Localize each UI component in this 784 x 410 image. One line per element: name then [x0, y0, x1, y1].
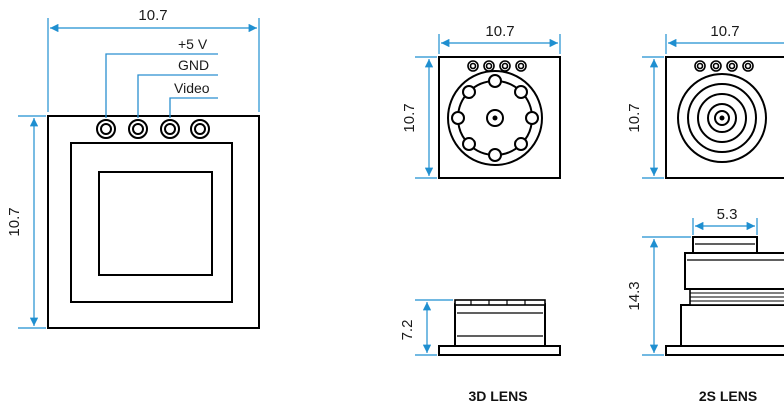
- lens-3d-caption: 3D LENS: [468, 388, 527, 404]
- pin-label-video: Video: [174, 80, 210, 96]
- lens-3d-height-label: 10.7: [401, 103, 418, 132]
- lens-2s-side-view: 5.3 14.3 2S LENS: [626, 206, 784, 404]
- lens-2s-side-cap: [692, 236, 758, 254]
- lens-2s-lens-width-label: 5.3: [717, 206, 738, 223]
- main-pin-row: [96, 119, 210, 139]
- lens-2s-side-holder: [680, 304, 784, 347]
- main-sensor: [98, 171, 213, 276]
- main-height-dimension: [18, 115, 46, 329]
- lens-2s-width-label: 10.7: [710, 23, 739, 40]
- lens-2s-top-view: 10.7 10.7: [626, 23, 784, 179]
- lens-2s-height-dimension: [642, 56, 664, 179]
- main-width-label: 10.7: [138, 7, 167, 24]
- lens-3d-pin-row: [467, 60, 527, 72]
- lens-2s-rings: [677, 73, 767, 163]
- lens-2s-height-label: 10.7: [626, 103, 643, 132]
- pin-label-ground: GND: [178, 57, 209, 73]
- lens-3d-top-view: 10.7 10.7: [401, 23, 561, 179]
- lens-2s-side-height-dimension: [642, 236, 691, 356]
- lens-3d-knurl-notches: [451, 74, 539, 162]
- lens-2s-lens-width-dimension: [692, 218, 758, 235]
- lens-2s-side-height-label: 14.3: [626, 281, 643, 310]
- lens-3d-width-dimension: [438, 34, 561, 54]
- lens-3d-side-cap: [454, 299, 546, 306]
- lens-3d-side-height-dimension: [415, 299, 453, 356]
- lens-3d-side-barrel: [454, 303, 546, 347]
- pin-label-power: +5 V: [178, 36, 208, 52]
- lens-2s-width-dimension: [665, 34, 784, 54]
- lens-2s-caption: 2S LENS: [699, 388, 757, 404]
- lens-3d-width-label: 10.7: [485, 23, 514, 40]
- lens-2s-pin-row: [694, 60, 754, 72]
- main-height-label: 10.7: [6, 207, 23, 236]
- lens-3d-side-view: 7.2 3D LENS: [399, 299, 561, 404]
- lens-2s-body: [665, 56, 784, 179]
- lens-3d-side-height-label: 7.2: [399, 320, 416, 341]
- lens-3d-height-dimension: [415, 56, 437, 179]
- pin-callouts: [105, 53, 218, 118]
- lens-3d-side-base: [438, 345, 561, 356]
- lens-2s-side-barrel: [684, 252, 784, 290]
- main-view: +5 V GND Video 10.7 10.7: [6, 7, 260, 329]
- main-width-dimension: [47, 18, 260, 112]
- lens-2s-side-base: [665, 345, 784, 356]
